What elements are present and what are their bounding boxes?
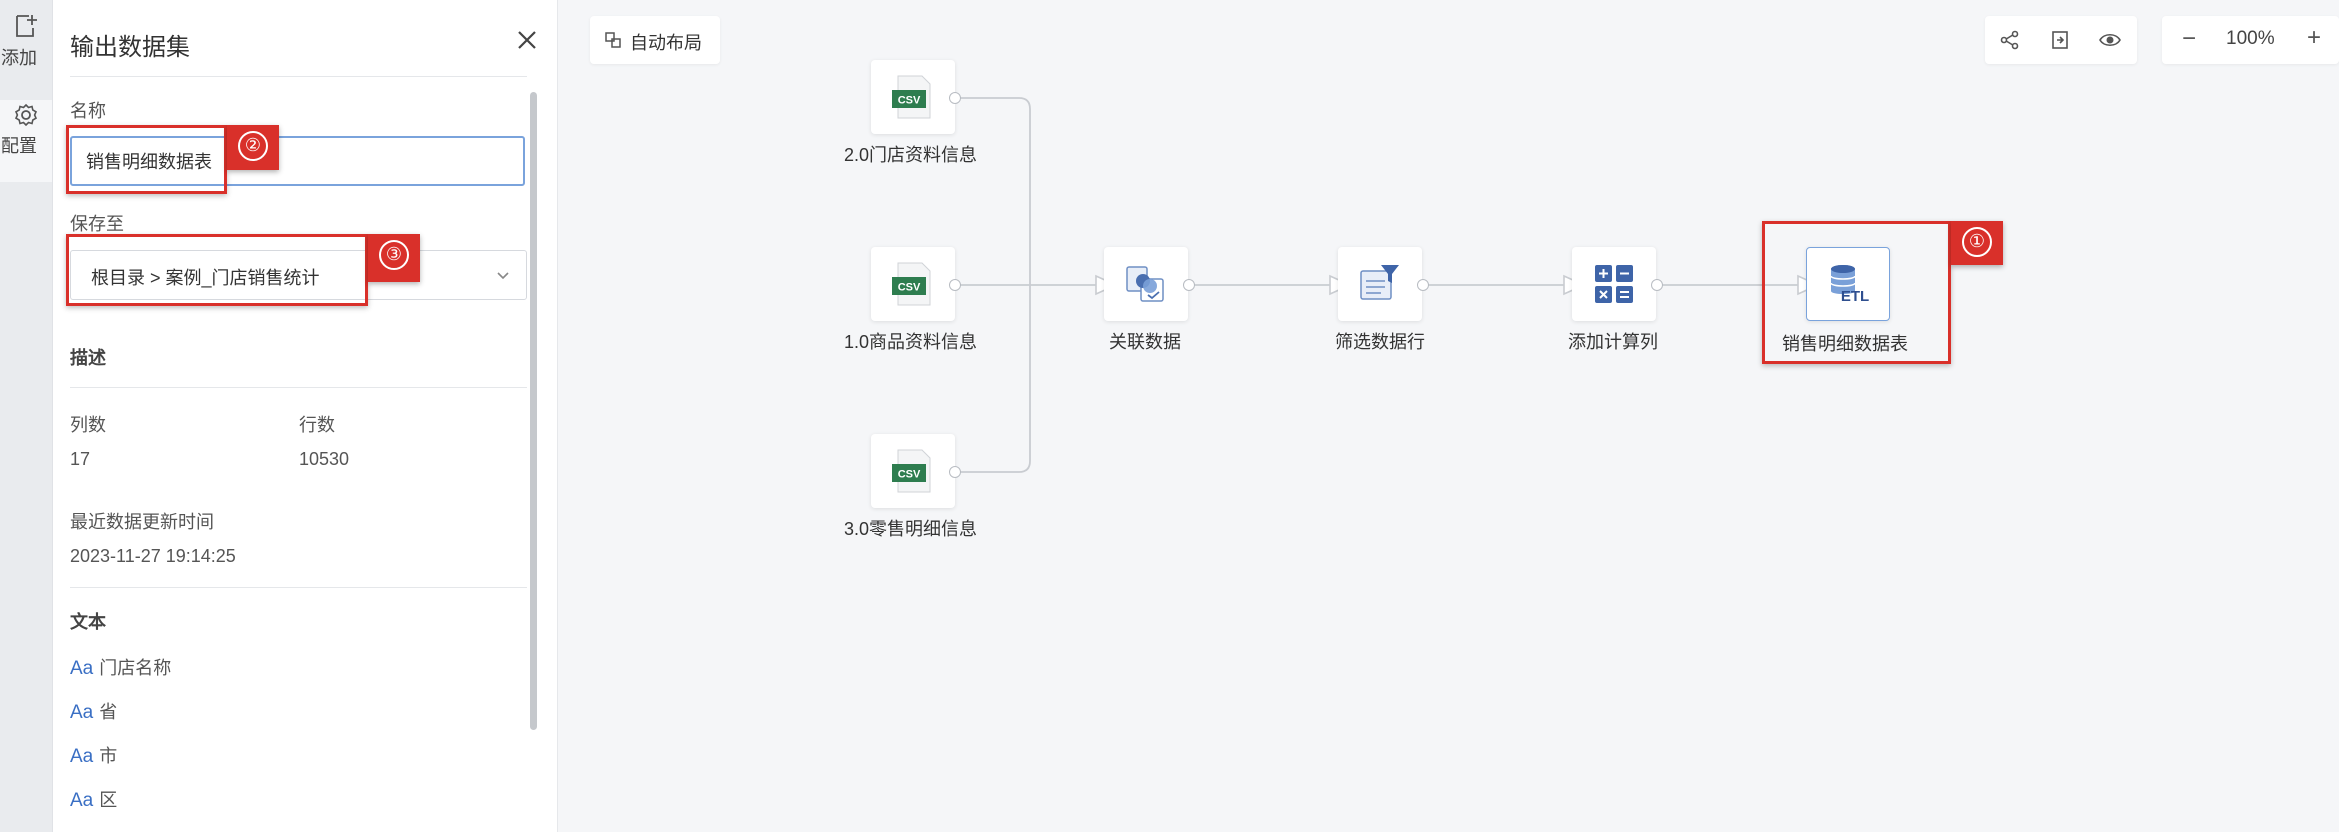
text-type-icon: Aa [70, 658, 94, 679]
annotation-badge-1: ① [1951, 221, 2003, 265]
field-name: 市 [99, 746, 118, 766]
name-input[interactable] [70, 136, 525, 186]
node-join[interactable] [1104, 247, 1188, 321]
text-type-icon: Aa [70, 702, 94, 723]
rows-value: 10530 [299, 449, 350, 469]
output-dataset-panel: 输出数据集 名称 保存至 根目录 > 案例_门店销售统计 描述 列数 行数 17… [53, 0, 558, 832]
filter-rows-icon [1360, 265, 1399, 300]
export-icon[interactable] [2048, 28, 2072, 52]
annotation-box-2 [66, 125, 227, 194]
eye-icon[interactable] [2098, 28, 2122, 52]
share-icon[interactable] [1998, 28, 2022, 52]
description-label: 描述 [70, 348, 106, 368]
join-data-icon [1126, 266, 1164, 302]
output-port[interactable] [949, 279, 961, 291]
svg-text:CSV: CSV [898, 282, 921, 294]
auto-layout-button[interactable]: 自动布局 [590, 16, 720, 64]
field-name: 门店名称 [99, 658, 172, 678]
etl-database-icon: ETL [1830, 265, 1869, 305]
annotation-box-3 [66, 234, 368, 306]
auto-layout-label: 自动布局 [630, 33, 702, 53]
svg-text:ETL: ETL [1841, 288, 1869, 305]
csv-file-icon: CSV [892, 449, 931, 493]
node-filter[interactable] [1338, 247, 1422, 321]
calculator-icon [1595, 265, 1633, 303]
zoom-level: 100% [2226, 28, 2275, 49]
csv-file-icon: CSV [892, 75, 931, 119]
text-section-label: 文本 [70, 612, 106, 632]
chevron-down-icon [497, 272, 509, 280]
node-label: 2.0门店资料信息 [844, 145, 978, 165]
node-output-etl[interactable]: ETL [1806, 247, 1890, 321]
rows-label: 行数 [299, 415, 335, 435]
divider [70, 76, 527, 77]
node-label: 添加计算列 [1568, 332, 1658, 352]
zoom-toolbar: − + [2162, 16, 2339, 64]
add-node-icon [16, 15, 37, 37]
node-add-calc-column[interactable] [1572, 247, 1656, 321]
panel-scrollbar[interactable] [530, 92, 537, 730]
zoom-out-button[interactable]: − [2182, 25, 2197, 52]
add-button[interactable]: 添加 [0, 12, 52, 70]
node-retail-detail[interactable]: CSV [871, 434, 955, 508]
annotation-box-1 [1762, 221, 1951, 364]
node-label: 关联数据 [1109, 332, 1181, 352]
annotation-badge-3: ③ [368, 234, 420, 282]
config-button[interactable]: 配置 [0, 100, 52, 182]
config-label: 配置 [1, 136, 37, 156]
view-toolbar [1985, 16, 2137, 64]
node-label: 筛选数据行 [1335, 332, 1425, 352]
annotation-badge-2: ② [227, 125, 279, 170]
panel-title: 输出数据集 [70, 34, 190, 61]
flow-canvas[interactable] [558, 0, 2339, 832]
node-product-info[interactable]: CSV [871, 247, 955, 321]
save-to-value: 根目录 > 案例_门店销售统计 [91, 268, 320, 288]
save-to-label: 保存至 [70, 214, 124, 234]
auto-layout-icon [605, 32, 621, 48]
csv-file-icon: CSV [892, 262, 931, 306]
close-icon[interactable] [514, 27, 540, 53]
output-port[interactable] [949, 466, 961, 478]
left-rail: 添加 配置 [0, 0, 53, 832]
text-type-icon: Aa [70, 790, 94, 811]
field-name: 区 [99, 790, 118, 810]
zoom-in-button[interactable]: + [2307, 24, 2322, 51]
node-label: 1.0商品资料信息 [844, 332, 978, 352]
updated-value: 2023-11-27 19:14:25 [70, 546, 236, 566]
svg-text:CSV: CSV [898, 469, 921, 481]
updated-label: 最近数据更新时间 [70, 512, 214, 532]
svg-text:CSV: CSV [898, 95, 921, 107]
columns-label: 列数 [70, 415, 106, 435]
node-label: 3.0零售明细信息 [844, 519, 978, 539]
divider [70, 387, 527, 388]
output-port[interactable] [949, 92, 961, 104]
output-port[interactable] [1651, 279, 1663, 291]
node-label: 销售明细数据表 [1782, 334, 1908, 354]
columns-value: 17 [70, 449, 91, 469]
output-port[interactable] [1183, 279, 1195, 291]
gear-icon [14, 103, 38, 127]
save-to-select[interactable]: 根目录 > 案例_门店销售统计 [70, 250, 527, 300]
output-port[interactable] [1417, 279, 1429, 291]
name-label: 名称 [70, 101, 106, 121]
add-label: 添加 [1, 48, 37, 68]
text-type-icon: Aa [70, 746, 94, 767]
divider [70, 587, 527, 588]
node-store-info[interactable]: CSV [871, 60, 955, 134]
field-name: 省 [99, 702, 118, 722]
